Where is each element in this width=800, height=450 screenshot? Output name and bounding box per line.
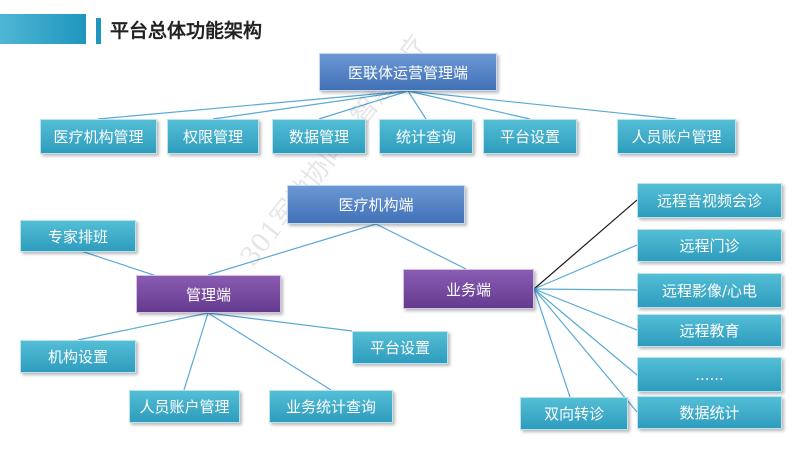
- connector: [207, 312, 332, 391]
- node-top-child: 医疗机构管理: [40, 119, 157, 154]
- connector: [375, 223, 467, 270]
- connector: [533, 244, 638, 290]
- node-management-child: 专家排班: [20, 220, 136, 252]
- node-business-child: 远程影像/心电: [637, 273, 782, 308]
- page-title: 平台总体功能架构: [110, 20, 263, 42]
- node-top-child: 人员账户管理: [617, 119, 736, 154]
- node-top-root: 医联体运营管理端: [319, 53, 497, 91]
- connector: [407, 90, 427, 120]
- connector: [533, 288, 638, 376]
- node-top-child: 统计查询: [379, 119, 473, 154]
- header-divider: [96, 18, 101, 44]
- node-top-child: 数据管理: [272, 119, 366, 154]
- node-management-child: 人员账户管理: [129, 390, 240, 423]
- node-business-child: 远程门诊: [637, 229, 782, 262]
- connector: [183, 312, 209, 391]
- node-management-child: 业务统计查询: [269, 390, 393, 423]
- node-business-child: 双向转诊: [520, 397, 628, 430]
- node-top-child: 平台设置: [483, 119, 577, 154]
- connector: [207, 312, 353, 332]
- connector: [407, 90, 531, 120]
- connector: [97, 90, 409, 120]
- connector: [407, 90, 677, 120]
- connector: [533, 288, 638, 291]
- connector: [77, 312, 209, 341]
- node-business-child: ......: [637, 357, 782, 392]
- connector: [533, 288, 638, 413]
- header-accent-bar: [0, 14, 86, 44]
- connector: [533, 288, 638, 331]
- node-business: 业务端: [403, 269, 534, 309]
- node-business-child: 远程音视频会诊: [637, 183, 782, 218]
- node-mid-root: 医疗机构端: [287, 185, 465, 224]
- node-top-child: 权限管理: [167, 119, 259, 154]
- connector: [533, 199, 638, 290]
- node-business-child: 远程教育: [637, 314, 782, 347]
- node-management-child: 平台设置: [352, 331, 448, 364]
- connector: [207, 223, 377, 276]
- node-business-child: 数据统计: [637, 396, 782, 429]
- connector: [318, 90, 409, 120]
- connector: [533, 288, 571, 398]
- connector: [212, 90, 409, 120]
- node-management: 管理端: [136, 275, 281, 313]
- node-management-child: 机构设置: [20, 340, 136, 373]
